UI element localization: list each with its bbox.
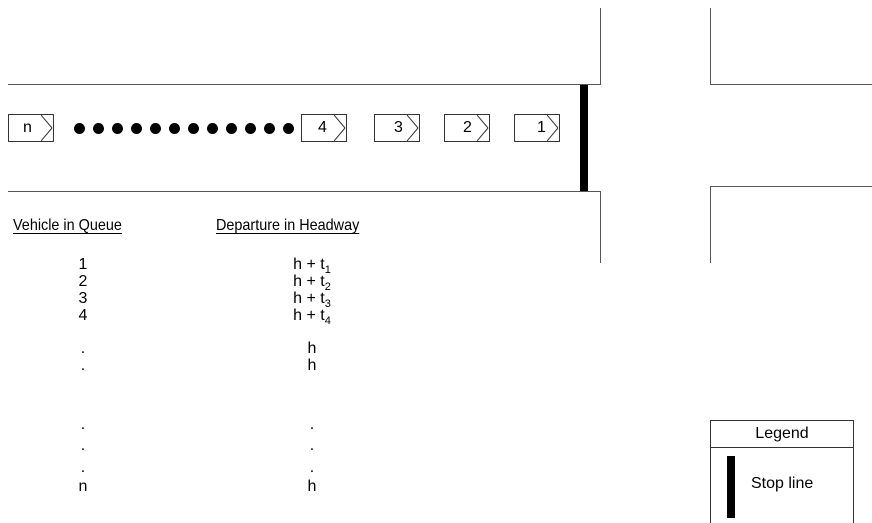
headway-expression: h + t (293, 256, 325, 273)
legend-stop-line-label: Stop line (751, 475, 814, 492)
queue-dot (74, 123, 85, 134)
departure-headway: h + t1 (262, 256, 362, 276)
road-edge-bottom (8, 191, 601, 192)
queue-position: . (80, 416, 86, 433)
headway-subscript: 1 (324, 264, 331, 276)
queue-position: . (80, 459, 86, 476)
departure-headway: h (262, 340, 362, 357)
legend-title: Legend (711, 421, 853, 448)
header-departure-in-headway: Departure in Headway (216, 217, 360, 234)
queue-dot (188, 123, 199, 134)
queue-dot (169, 123, 180, 134)
departure-headway: h + t2 (262, 273, 362, 293)
queue-dot (112, 123, 123, 134)
queue-position: 3 (78, 290, 88, 307)
headway-expression: . (309, 416, 315, 433)
legend-stop-line-swatch (727, 456, 735, 518)
queue-position: . (80, 357, 86, 374)
vehicle-label: 4 (318, 119, 327, 136)
cross-road-edge-lower (710, 186, 711, 263)
queue-position: 2 (78, 273, 88, 290)
vehicle-label: n (23, 119, 32, 136)
headway-expression: . (309, 459, 315, 476)
queue-dot (226, 123, 237, 134)
headway-expression: h (307, 340, 317, 357)
vehicle-label: 1 (537, 119, 546, 136)
departure-headway: . (262, 437, 362, 454)
cross-road-edge-top (710, 84, 872, 85)
road-edge-top (8, 84, 601, 85)
vehicle-label: 2 (463, 119, 472, 136)
header-vehicle-in-queue: Vehicle in Queue (13, 217, 122, 234)
queue-dot (150, 123, 161, 134)
headway-subscript: 3 (324, 298, 331, 310)
queue-dot (283, 123, 294, 134)
queue-position: . (80, 340, 86, 357)
queue-position: 1 (78, 256, 88, 273)
cross-road-edge-upper (710, 8, 711, 85)
departure-headway: . (262, 416, 362, 433)
legend-box: Legend Stop line (710, 420, 854, 523)
vehicle-2: 2 (444, 114, 490, 142)
departure-headway: h + t3 (262, 290, 362, 310)
headway-subscript: 2 (324, 281, 331, 293)
headway-expression: h (307, 478, 317, 495)
queue-position: 4 (78, 307, 88, 324)
intersection-edge-left-lower (600, 191, 601, 263)
departure-headway: h (262, 478, 362, 495)
stop-line (580, 85, 588, 191)
headway-expression: h + t (293, 290, 325, 307)
cross-road-edge-bottom (710, 186, 872, 187)
queue-position: . (80, 437, 86, 454)
headway-expression: h + t (293, 307, 325, 324)
vehicle-n: n (8, 114, 54, 142)
departure-headway: h + t4 (262, 307, 362, 327)
queue-dot (264, 123, 275, 134)
queue-dot (207, 123, 218, 134)
headway-subscript: 4 (324, 315, 331, 327)
vehicle-3: 3 (374, 114, 420, 142)
headway-expression: . (309, 437, 315, 454)
vehicle-label: 3 (394, 119, 403, 136)
queue-dot (245, 123, 256, 134)
queue-dot (93, 123, 104, 134)
departure-headway: . (262, 459, 362, 476)
intersection-edge-left-upper (600, 8, 601, 85)
headway-expression: h (307, 357, 317, 374)
queue-dot (131, 123, 142, 134)
vehicle-1: 1 (514, 114, 560, 142)
queue-position: n (78, 478, 88, 495)
headway-expression: h + t (293, 273, 325, 290)
departure-headway: h (262, 357, 362, 374)
vehicle-4: 4 (301, 114, 347, 142)
